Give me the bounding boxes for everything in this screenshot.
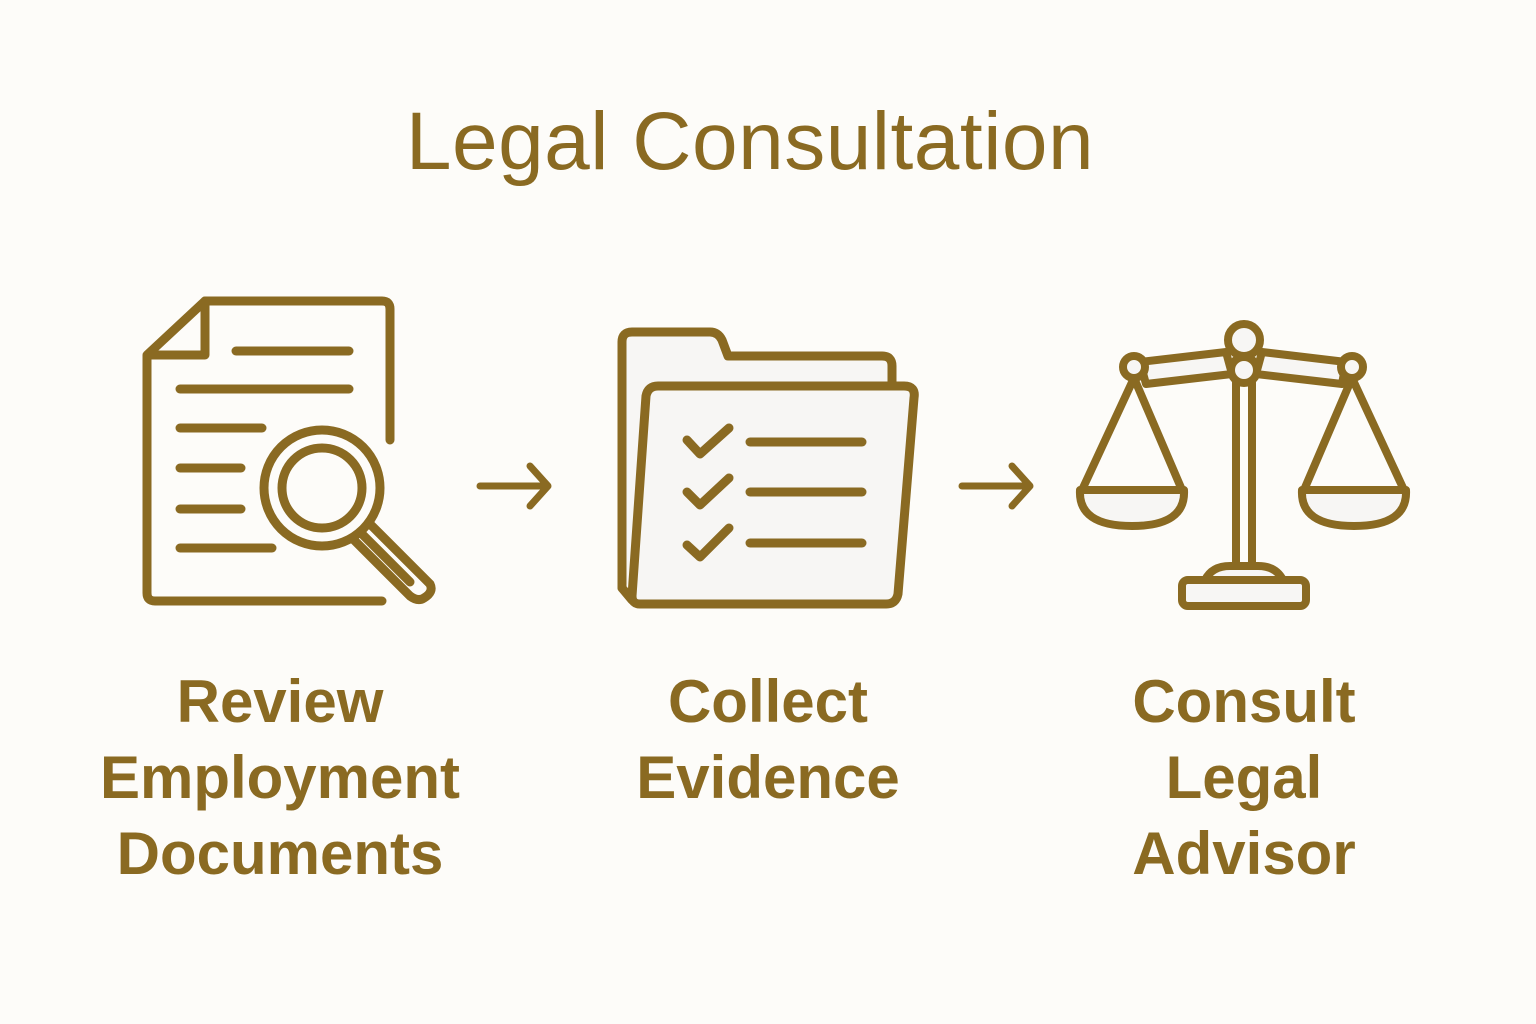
scales-of-justice-icon	[1075, 320, 1411, 610]
page-title: Legal Consultation	[405, 96, 1095, 187]
arrow-right-icon	[476, 462, 552, 510]
step-label-review: Review Employment Documents	[99, 668, 461, 887]
folder-checklist-icon	[617, 327, 919, 609]
document-search-icon	[142, 296, 436, 606]
arrow-right-icon	[958, 462, 1034, 510]
step-label-collect: Collect Evidence	[636, 668, 900, 811]
step-label-consult: Consult Legal Advisor	[1132, 668, 1356, 887]
